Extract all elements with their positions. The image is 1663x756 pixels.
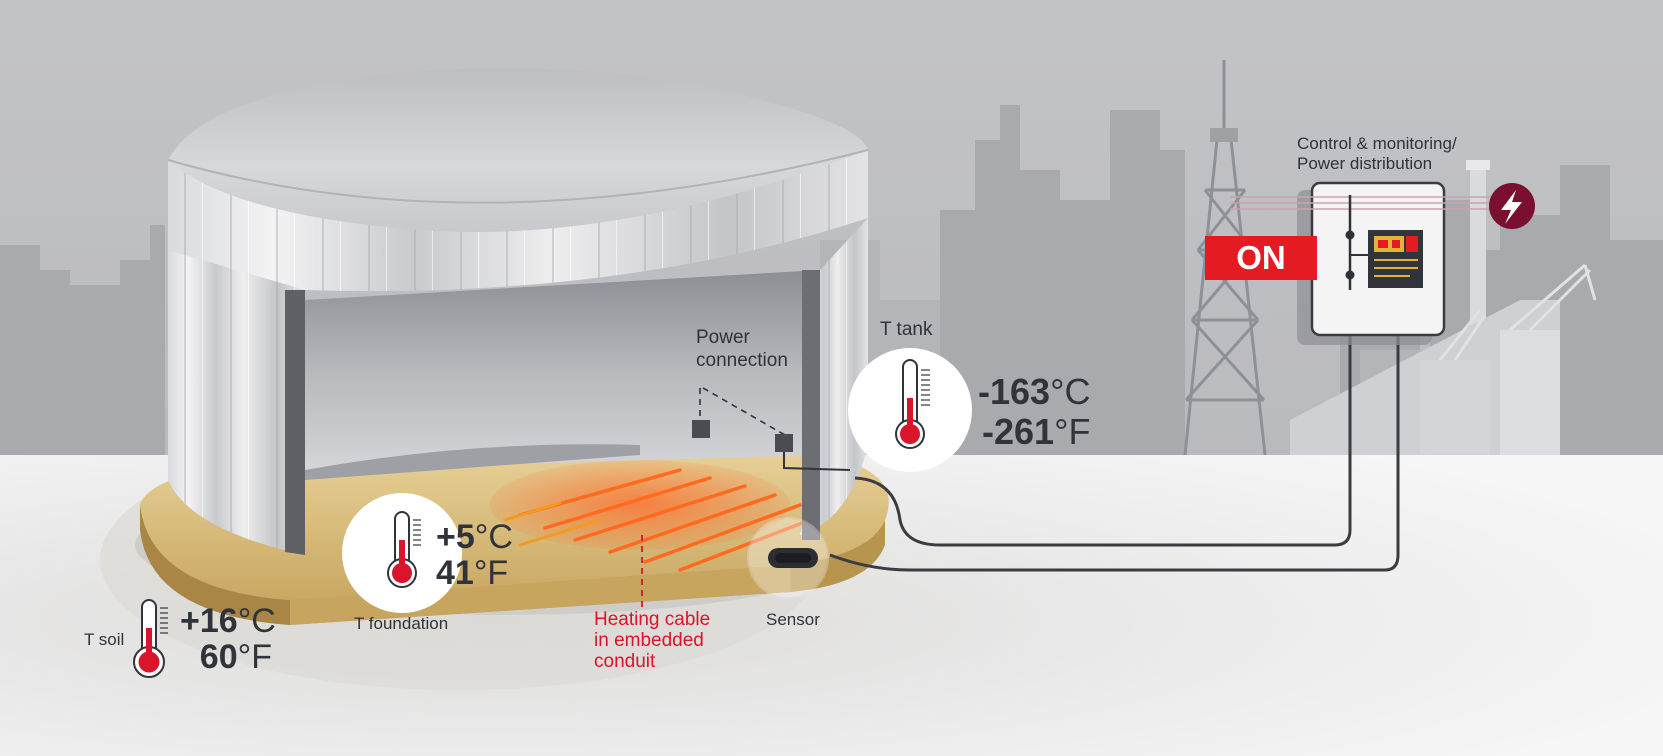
- lng-storage-tank: [167, 68, 869, 555]
- industrial-plant: [1290, 160, 1597, 470]
- heating-cables: [490, 460, 812, 572]
- sensor-label: Sensor: [766, 610, 820, 629]
- foundation-temp-celsius: +5°C: [436, 518, 513, 556]
- power-connection: [692, 387, 851, 471]
- t-foundation-label: T foundation: [354, 614, 449, 633]
- on-status-badge: ON: [1205, 236, 1317, 280]
- foundation-temperature: +5°C 41°F: [436, 520, 513, 590]
- soil-temperature: +16°C 60°F: [180, 602, 276, 676]
- soil-temp-fahrenheit: 60°F: [199, 638, 272, 676]
- control-panel: [1230, 181, 1500, 345]
- tank-temperature: -163°C -261°F: [978, 374, 1090, 450]
- power-connection-label: Power connection: [696, 326, 788, 372]
- junction-box: [692, 420, 710, 438]
- t-tank-label: T tank: [880, 319, 933, 340]
- power-connection-line-1: Power: [696, 327, 750, 348]
- control-monitoring-label: Control & monitoring/ Power distribution: [1297, 134, 1457, 174]
- t-soil-label: T soil: [84, 630, 125, 649]
- heating-cable-line-1: Heating cable: [594, 609, 711, 630]
- soil-temp-celsius: +16°C: [180, 602, 276, 640]
- heating-cable-label: Heating cable in embedded conduit: [594, 609, 710, 672]
- lightning-bolt-icon: [1489, 183, 1535, 229]
- control-label-line-2: Power distribution: [1297, 154, 1433, 173]
- power-connection-line-2: connection: [696, 350, 788, 371]
- oil-derrick: [1183, 60, 1267, 456]
- heating-cable-line-2: in embedded: [594, 630, 704, 651]
- control-cables: [829, 195, 1400, 572]
- thermometer-icon: [342, 493, 462, 613]
- tank-temp-celsius: -163°C: [978, 371, 1091, 412]
- heating-cable-line-3: conduit: [594, 651, 656, 672]
- junction-box: [775, 434, 793, 452]
- control-label-line-1: Control & monitoring/: [1297, 134, 1457, 153]
- tank-temp-fahrenheit: -261°F: [982, 411, 1091, 452]
- sensor: [747, 517, 829, 599]
- thermometer-icon: [133, 599, 168, 678]
- foundation-temp-fahrenheit: 41°F: [436, 554, 509, 592]
- thermometer-icon: [848, 348, 972, 472]
